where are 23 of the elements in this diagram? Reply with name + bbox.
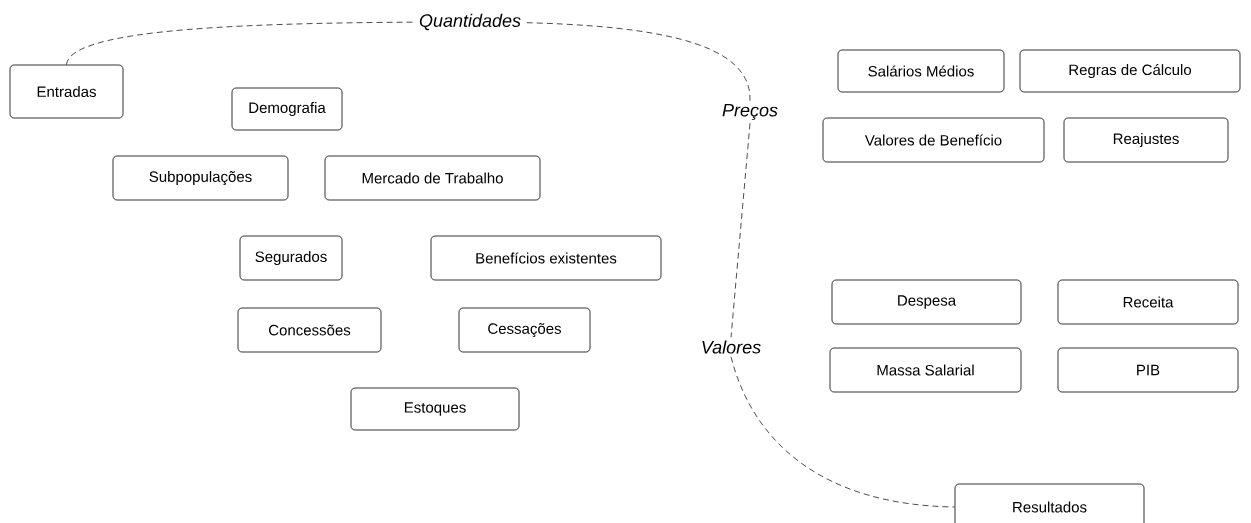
dashed-connector xyxy=(730,356,955,508)
process-box: Benefícios existentes xyxy=(430,235,662,281)
process-box: Demografia xyxy=(231,87,343,131)
process-box: Segurados xyxy=(239,235,343,281)
process-box: Massa Salarial xyxy=(829,347,1022,393)
process-box: Valores de Benefício xyxy=(822,117,1045,163)
process-box: Resultados xyxy=(954,483,1145,523)
process-box: Cessações xyxy=(458,307,591,353)
process-box: Concessões xyxy=(237,307,382,353)
dashed-connector xyxy=(730,122,751,338)
process-box: Estoques xyxy=(350,387,520,431)
process-box: Mercado de Trabalho xyxy=(324,155,541,201)
stage-label: Valores xyxy=(702,340,761,354)
process-box: Despesa xyxy=(831,279,1022,325)
stage-label: Preços xyxy=(722,103,778,121)
process-box: Reajustes xyxy=(1063,117,1229,163)
process-box: Regras de Cálculo xyxy=(1019,49,1241,93)
process-box: PIB xyxy=(1057,347,1239,393)
process-box: Subpopulações xyxy=(112,155,289,201)
edge-label: Quantidades xyxy=(414,9,526,35)
process-box: Entradas xyxy=(9,64,124,119)
process-box: Salários Médios xyxy=(837,49,1005,93)
process-box: Receita xyxy=(1057,279,1239,325)
